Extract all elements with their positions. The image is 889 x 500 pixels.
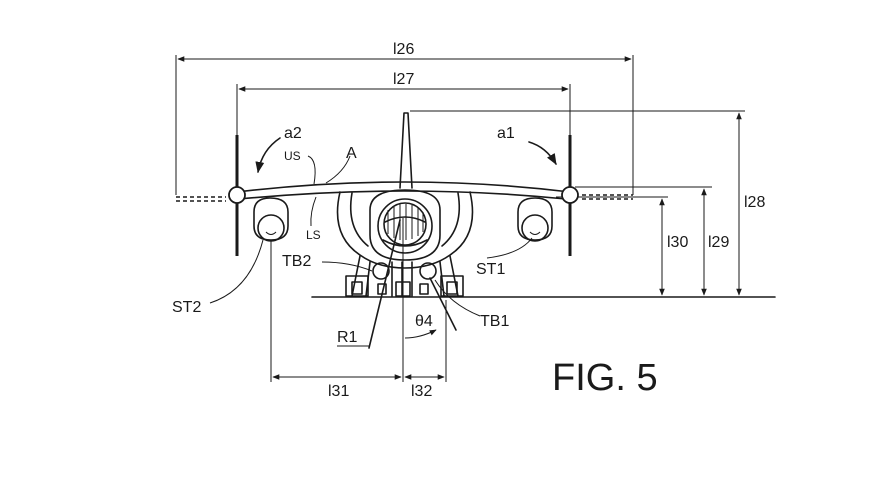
- rotation-arrow-a1: [528, 141, 557, 165]
- label-theta4: θ4: [415, 313, 433, 330]
- nacelle-right: [517, 197, 553, 242]
- fuselage: [336, 112, 474, 269]
- leader-ST2: [209, 239, 264, 304]
- leader-LS: [310, 196, 317, 227]
- label-a2: a2: [284, 125, 302, 142]
- label-l26: l26: [393, 41, 414, 58]
- nacelle-left: [253, 197, 289, 242]
- label-TB2: TB2: [282, 253, 311, 270]
- label-l30: l30: [667, 234, 688, 251]
- dimension-l32: [404, 300, 447, 382]
- landing-gear: [345, 255, 464, 297]
- centerline-and-angle: [368, 218, 457, 372]
- label-a1: a1: [497, 125, 515, 142]
- label-l29: l29: [708, 234, 729, 251]
- wing: [176, 181, 633, 202]
- leader-TB2: [321, 261, 373, 272]
- label-US: US: [284, 149, 301, 163]
- leader-A: [325, 155, 351, 184]
- dimension-l26: [175, 55, 634, 195]
- dimension-l27: [236, 84, 571, 135]
- rotation-arrow-a2: [255, 137, 281, 174]
- label-TB1: TB1: [480, 313, 509, 330]
- leader-US: [307, 155, 316, 185]
- leader-TB1: [434, 279, 481, 317]
- label-l27: l27: [393, 71, 414, 88]
- label-l32: l32: [411, 383, 432, 400]
- label-l28: l28: [744, 194, 765, 211]
- leader-ST1: [486, 237, 533, 259]
- propeller-left: [228, 135, 246, 256]
- propeller-right: [561, 135, 579, 256]
- label-R1: R1: [337, 329, 358, 346]
- figure-title: FIG. 5: [552, 357, 658, 399]
- label-ST1: ST1: [476, 261, 505, 278]
- dimension-l28: [410, 110, 745, 296]
- dimension-l30: [556, 196, 668, 296]
- label-l31: l31: [328, 383, 349, 400]
- label-ST2: ST2: [172, 299, 201, 316]
- dimension-l29: [575, 186, 712, 296]
- label-LS: LS: [306, 228, 321, 242]
- label-A: A: [346, 145, 357, 162]
